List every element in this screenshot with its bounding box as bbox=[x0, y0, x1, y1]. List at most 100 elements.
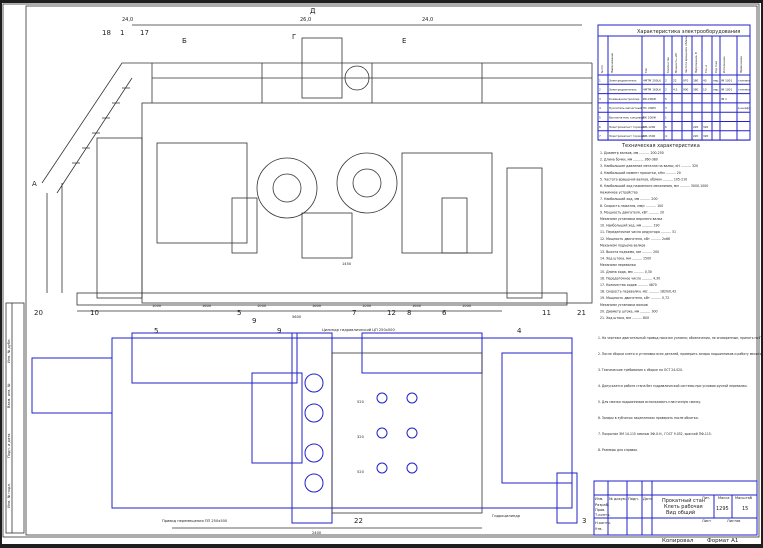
table-cell: 380 bbox=[693, 88, 699, 92]
callout: 22 bbox=[354, 517, 363, 525]
table-cell: 4МТМ 160L6 bbox=[643, 88, 661, 92]
characteristic-line: 12. Мощность двигателя, кВт .......... 2… bbox=[600, 237, 670, 241]
section-label: Б bbox=[182, 37, 187, 45]
table-cell: IM 1 bbox=[721, 97, 727, 101]
dim-seg: 1000 bbox=[152, 304, 162, 308]
table-cell: 40 bbox=[703, 78, 707, 82]
table-header: Исполнение bbox=[722, 56, 726, 73]
note-line: 8. Размеры для справок. bbox=[598, 448, 638, 452]
tb-doc-number: 1295 bbox=[716, 506, 729, 512]
tb-role: Разраб. bbox=[595, 503, 609, 507]
dim-seg: 1000 bbox=[462, 304, 472, 308]
dim-total: 5600 bbox=[292, 315, 302, 319]
tb-name1: Прокатный стан bbox=[662, 497, 705, 504]
characteristic-line: 10. Наибольший ход, мм .......... 190 bbox=[600, 224, 660, 228]
section-label: А bbox=[32, 180, 37, 188]
tb-lit: Лит. bbox=[702, 496, 710, 500]
tb-sheet: 15 bbox=[742, 506, 748, 512]
table-cell: Электродвигатель bbox=[609, 88, 637, 92]
callout: 17 bbox=[140, 29, 149, 37]
plan-dim: 520 bbox=[357, 400, 365, 404]
section-label: Д bbox=[310, 7, 316, 15]
table-cell: 5 bbox=[599, 116, 601, 120]
table-cell: Командоконтроллер bbox=[609, 97, 640, 101]
tb-sheets-label: Листов bbox=[727, 519, 740, 523]
tb-name2: Клеть рабочая bbox=[664, 504, 703, 510]
callout: 1 bbox=[120, 29, 124, 37]
table-header: Наименование bbox=[610, 52, 614, 73]
characteristic-line: 17. Количество ходов .......... 4870 bbox=[600, 283, 657, 287]
dim-left: 24,0 bbox=[122, 17, 133, 23]
callout: 21 bbox=[577, 309, 586, 317]
characteristic-line: 7. Наибольший ход, мм .......... 200 bbox=[600, 197, 658, 201]
table-cell: ЕМ-1500 bbox=[643, 134, 656, 138]
inner-frame bbox=[25, 5, 758, 536]
table-header: Примечание bbox=[739, 56, 743, 73]
table-cell: 970 bbox=[683, 78, 689, 82]
dim-seg: 1600 bbox=[202, 304, 212, 308]
characteristic-line: Механизм установки валков bbox=[600, 303, 648, 307]
characteristics-list: 1. Диаметр валков, мм .......... 200-250… bbox=[600, 151, 708, 320]
tb-format: Формат А1 bbox=[707, 538, 738, 544]
note-line: 4. Допускается работа стана без гидравли… bbox=[598, 384, 748, 388]
table-cell: 1 bbox=[665, 116, 667, 120]
plan-dim: 520 bbox=[357, 470, 365, 474]
table-header: Напряжение, В bbox=[694, 52, 698, 73]
plan-view: 2400 520 320 520 Цилиндр гидравлический … bbox=[31, 327, 586, 535]
dim-seg: 1600 bbox=[412, 304, 422, 308]
characteristics-title: Техническая характеристика bbox=[621, 143, 700, 149]
table-cell: 7 bbox=[599, 134, 601, 138]
side-stamp: Инв. № подл. Подп. и дата Взам. инв. № И… bbox=[5, 302, 25, 534]
table-cell: 220 bbox=[693, 134, 699, 138]
characteristic-line: 19. Мощность двигателя, кВт .......... 0… bbox=[600, 296, 669, 300]
tb-mass: Масса bbox=[718, 496, 729, 500]
callout: 12 bbox=[387, 309, 396, 317]
characteristic-line: Механизм установки верхнего валка bbox=[600, 217, 662, 221]
note-line: 2. После сборки клети и установки всех д… bbox=[598, 352, 761, 356]
callout: 8 bbox=[407, 309, 411, 317]
table-cell: 220 bbox=[693, 125, 699, 129]
dim-seg: 1600 bbox=[312, 304, 322, 308]
plan-note-top: Цилиндр гидравлический ЦП 250х500 bbox=[322, 328, 395, 332]
tb-col: Подп. bbox=[628, 497, 639, 501]
note-line: 6. Зазоры в зубчатых зацеплениях проверя… bbox=[598, 416, 699, 420]
characteristic-line: 16. Передаточное число .......... 4,30 bbox=[600, 276, 660, 280]
dim-top: 26,0 bbox=[300, 17, 311, 23]
table-cell: ВК 200Ж bbox=[643, 116, 656, 120]
table-cell: станина bbox=[738, 88, 750, 92]
characteristic-line: 2. Длина бочки, мм .......... 360-380 bbox=[600, 158, 658, 162]
characteristic-line: 8. Скорость нажатия, мм/с .......... 100 bbox=[600, 204, 663, 208]
table-cell: 2 bbox=[665, 78, 667, 82]
characteristic-line: 1. Диаметр валков, мм .......... 200-250 bbox=[600, 151, 664, 155]
tb-scale: Масштаб bbox=[735, 496, 753, 500]
table-cell: 22 bbox=[673, 78, 677, 82]
table-cell: 380 bbox=[693, 78, 699, 82]
table-cell: станина bbox=[738, 78, 750, 82]
table-cell: 3 bbox=[665, 106, 667, 110]
callout: 4 bbox=[517, 327, 522, 335]
note-line: 5. Для смазки подшипников использовать п… bbox=[598, 400, 701, 404]
stamp-vzam: Взам. инв. № bbox=[7, 383, 11, 408]
stamp-date1: Подп. и дата bbox=[7, 434, 11, 458]
drawing-sheet: Инв. № подл. Подп. и дата Взам. инв. № И… bbox=[2, 3, 761, 544]
tb-sheet-label: Лист bbox=[702, 519, 711, 523]
table-cell: 4МТМ 200L6 bbox=[643, 78, 661, 82]
table-header: Ток, А bbox=[704, 65, 708, 73]
characteristic-line: 20. Диаметр штока, мм .......... 300 bbox=[600, 309, 658, 313]
table-header: Количество bbox=[666, 57, 670, 73]
table-cell: 4 bbox=[599, 106, 601, 110]
dim-seg: 1000 bbox=[257, 304, 267, 308]
dim-right: 24,0 bbox=[422, 17, 433, 23]
tb-role: Н.контр. bbox=[595, 521, 611, 525]
table-cell: 5 bbox=[665, 97, 667, 101]
callout: 3 bbox=[582, 517, 586, 525]
table-cell: 3 bbox=[599, 97, 601, 101]
callout: 6 bbox=[442, 309, 447, 317]
characteristic-line: 11. Передаточное число редуктора .......… bbox=[600, 230, 676, 234]
characteristic-line: Нажимное устройство bbox=[600, 191, 638, 195]
table-cell: 2 bbox=[665, 88, 667, 92]
tb-col: Дата bbox=[643, 497, 652, 501]
note-line: 7. Покрытие ЭМ 14-115 эмалью ЭФ.Х.Н., ГО… bbox=[598, 432, 712, 436]
plan-dim: 2400 bbox=[312, 531, 322, 535]
